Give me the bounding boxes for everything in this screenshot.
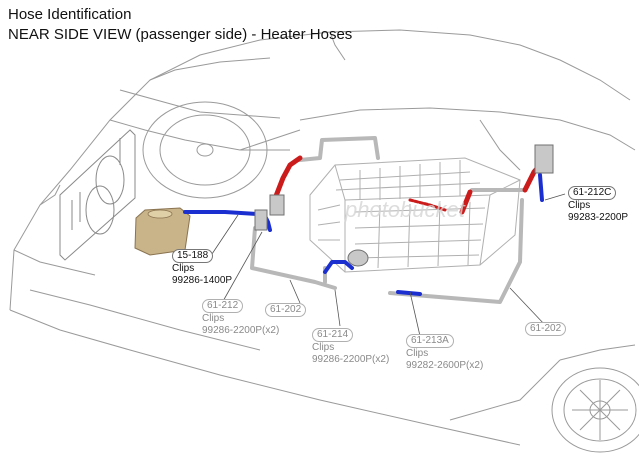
diagram-title: Hose Identification — [8, 6, 132, 23]
part-code: 61-214 — [312, 328, 354, 342]
part-code: 61-202 — [525, 322, 567, 336]
red-hose-upper — [273, 155, 303, 199]
part-code: 61-213A — [406, 334, 454, 348]
clips-label: Clips — [172, 263, 195, 274]
clips-part: 99283-2200P — [568, 212, 629, 223]
diagram-subtitle: NEAR SIDE VIEW (passenger side) - Heater… — [8, 26, 353, 43]
rear-wheel — [551, 367, 639, 453]
part-code: 61-212C — [568, 186, 617, 200]
callout-61-202-rear: 61-202 — [525, 322, 567, 336]
callout-61-212c: 61-212C Clips 99283-2200P — [568, 186, 628, 224]
part-code: 61-202 — [265, 303, 307, 317]
blue-hose-61-212c — [538, 173, 544, 202]
watermark: photobucket — [345, 197, 465, 222]
heater-box — [309, 157, 521, 273]
clips-part: 99282-2600P(x2) — [406, 360, 484, 371]
clips-part: 99286-1400P — [172, 275, 233, 286]
callout-61-213a: 61-213A Clips 99282-2600P(x2) — [406, 334, 483, 372]
coolant-tank — [134, 207, 191, 256]
callout-61-202-front: 61-202 — [265, 303, 307, 317]
part-code: 15-188 — [172, 249, 214, 263]
leader-lines — [211, 193, 566, 337]
red-hose-inside — [459, 189, 473, 215]
blue-hose-15-188 — [183, 210, 260, 216]
callout-61-212: 61-212 Clips 99286-2200P(x2) — [202, 299, 279, 337]
front-wheel — [142, 101, 268, 199]
callout-61-214: 61-214 Clips 99286-2200P(x2) — [312, 328, 389, 366]
car-body-outline — [9, 29, 636, 446]
callout-15-188: 15-188 Clips 99286-1400P — [172, 249, 232, 287]
clips-label: Clips — [202, 313, 225, 324]
clips-label: Clips — [406, 348, 429, 359]
clips-label: Clips — [312, 342, 335, 353]
blue-hoses — [183, 173, 544, 296]
radiator-fan — [59, 129, 136, 261]
clips-part: 99286-2200P(x2) — [312, 354, 390, 365]
blue-hose-61-214 — [323, 260, 354, 274]
red-hose-dotted — [408, 198, 447, 212]
heater-valve — [254, 144, 554, 267]
blue-hose-61-213a — [396, 290, 422, 296]
clips-part: 99286-2200P(x2) — [202, 325, 280, 336]
clips-label: Clips — [568, 200, 591, 211]
part-code: 61-212 — [202, 299, 244, 313]
